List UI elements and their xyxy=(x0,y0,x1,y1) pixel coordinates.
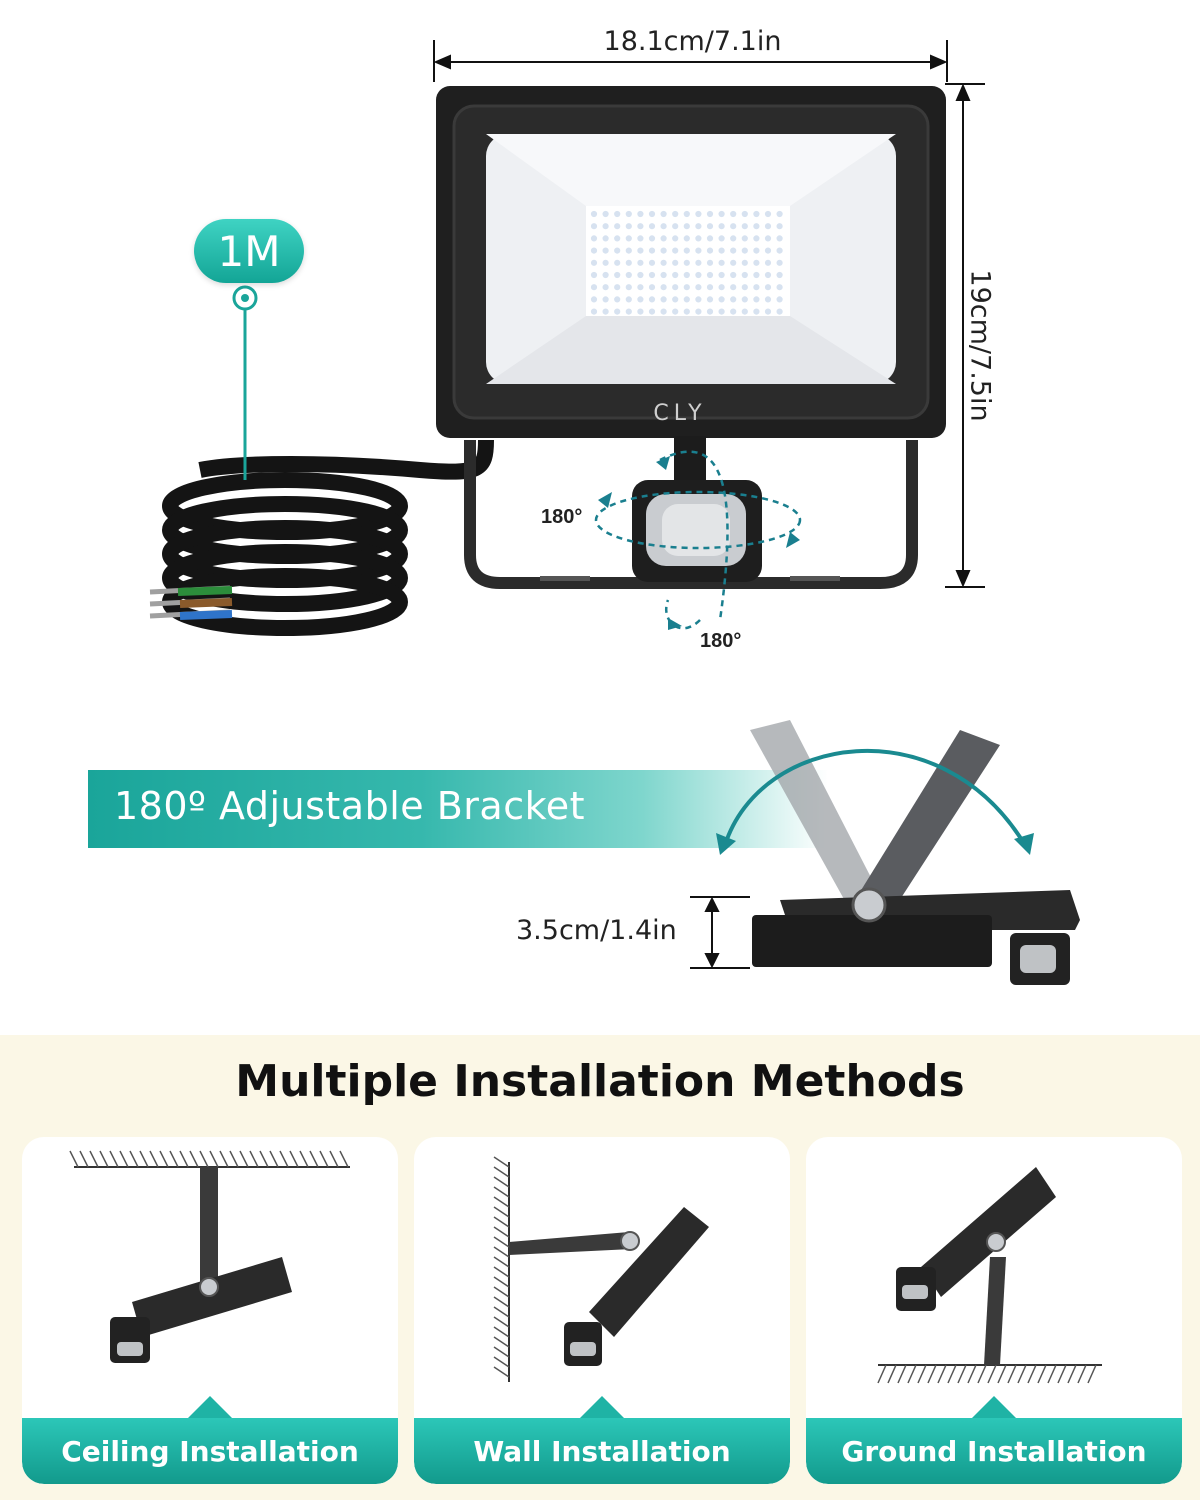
ground-installation-icon xyxy=(877,1167,1102,1384)
depth-label: 3.5cm/1.4in xyxy=(516,915,677,946)
bracket-side-view xyxy=(690,720,1080,985)
ceiling-installation-label: Ceiling Installation xyxy=(22,1418,398,1484)
led-array xyxy=(586,206,790,316)
height-dimension-line xyxy=(945,83,985,588)
ceiling-installation-card: Ceiling Installation xyxy=(22,1137,398,1484)
wall-installation-icon xyxy=(493,1156,709,1382)
brand-logo: CLY xyxy=(653,401,706,426)
height-label: 19cm/7.5in xyxy=(964,269,996,422)
horizontal-rotation-label: 180° xyxy=(541,506,583,528)
rotation-arrows xyxy=(594,450,802,630)
wall-installation-card: Wall Installation xyxy=(414,1137,790,1484)
cable-coil xyxy=(162,439,494,636)
vertical-rotation-label: 180° xyxy=(700,630,742,652)
cable-length-marker xyxy=(232,285,258,480)
cable-wires xyxy=(149,585,233,620)
ground-installation-label: Ground Installation xyxy=(806,1418,1182,1484)
ground-installation-card: Ground Installation xyxy=(806,1137,1182,1484)
width-dimension-line xyxy=(433,40,948,82)
motion-sensor xyxy=(632,436,762,582)
floodlight-illustration: CLY xyxy=(149,40,985,636)
mounting-bracket xyxy=(464,440,918,589)
ceiling-installation-icon xyxy=(69,1150,350,1363)
bracket-banner xyxy=(88,770,828,848)
bracket-banner-text: 180º Adjustable Bracket xyxy=(114,784,586,828)
installation-title: Multiple Installation Methods xyxy=(235,1056,965,1107)
wall-installation-label: Wall Installation xyxy=(414,1418,790,1484)
cable-length-badge: 1M xyxy=(194,219,304,283)
width-label: 18.1cm/7.1in xyxy=(603,26,782,57)
